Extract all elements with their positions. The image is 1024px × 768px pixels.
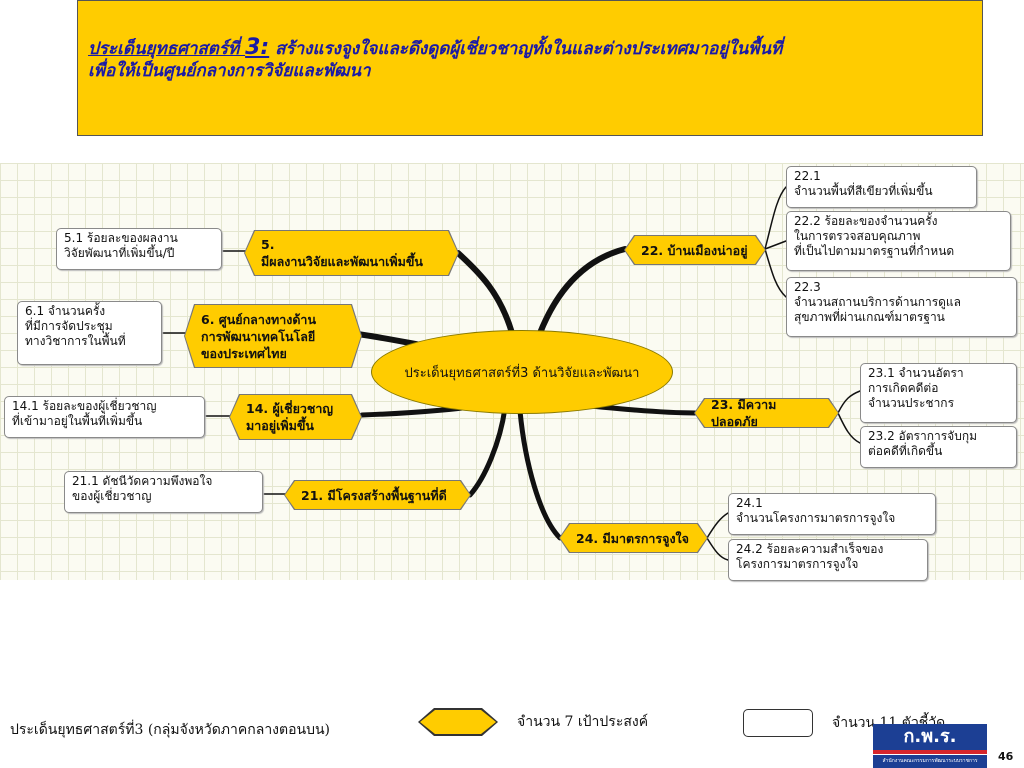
indicator-23-2: 23.2 อัตราการจับกุม ต่อคดีที่เกิดขึ้น (860, 426, 1017, 468)
logo-subtext: สำนักงานคณะกรรมการพัฒนาระบบราชการ (873, 755, 987, 768)
legend-goal-shape-fill (420, 710, 496, 734)
indicator-23-1: 23.1 จำนวนอัตรา การเกิดคดีต่อ จำนวนประชา… (860, 363, 1017, 423)
title-line2: เพื่อให้เป็นศูนย์กลางการวิจัยและพัฒนา (88, 61, 371, 81)
indicator-5-1: 5.1 ร้อยละของผลงาน วิจัยพัฒนาที่เพิ่มขึ้… (56, 228, 222, 270)
indicator-24-2: 24.2 ร้อยละความสำเร็จของ โครงการมาตรการจ… (728, 539, 928, 581)
indicator-22-2: 22.2 ร้อยละของจำนวนครั้ง ในการตรวจสอบคุณ… (786, 211, 1011, 271)
title-box: ประเด็นยุทธศาสตร์ที่ 3: สร้างแรงจูงใจและ… (77, 0, 983, 136)
page-title: ประเด็นยุทธศาสตร์ที่ 3: สร้างแรงจูงใจและ… (88, 37, 968, 82)
title-prefix: ประเด็นยุทธศาสตร์ที่ (88, 39, 246, 59)
goal-24: 24. มีมาตรการจูงใจ (560, 524, 707, 552)
legend-indicator-shape (743, 709, 813, 737)
footer-caption: ประเด็นยุทธศาสตร์ที่3 (กลุ่มจังหวัดภาคกล… (10, 722, 331, 738)
indicator-22-1: 22.1 จำนวนพื้นที่สีเขียวที่เพิ่มขึ้น (786, 166, 977, 208)
indicator-21-1: 21.1 ดัชนีวัดความพึงพอใจ ของผู้เชี่ยวชาญ (64, 471, 263, 513)
page-number: 46 (998, 750, 1014, 763)
title-line1: สร้างแรงจูงใจและดึงดูดผู้เชี่ยวชาญทั้งใน… (269, 39, 783, 59)
indicator-6-1: 6.1 จำนวนครั้ง ที่มีการจัดประชุม ทางวิชา… (17, 301, 162, 365)
indicator-14-1: 14.1 ร้อยละของผู้เชี่ยวชาญ ที่เข้ามาอยู่… (4, 396, 205, 438)
indicator-22-3: 22.3 จำนวนสถานบริการด้านการดูแล สุขภาพที… (786, 277, 1017, 337)
legend-goals-label: จำนวน 7 เป้าประสงค์ (517, 714, 649, 730)
goal-22: 22. บ้านเมืองน่าอยู่ (625, 236, 765, 264)
goal-6: 6. ศูนย์กลางทางด้าน การพัฒนาเทคโนโลยี ขอ… (185, 305, 361, 367)
title-number: 3: (245, 35, 270, 60)
opdc-logo: ก.พ.ร. สำนักงานคณะกรรมการพัฒนาระบบราชการ (873, 724, 987, 768)
logo-text: ก.พ.ร. (873, 724, 987, 750)
logo-stripe (873, 750, 987, 754)
goal-23: 23. มีความปลอดภัย (695, 399, 838, 427)
indicator-24-1: 24.1 จำนวนโครงการมาตรการจูงใจ (728, 493, 936, 535)
goal-14: 14. ผู้เชี่ยวชาญ มาอยู่เพิ่มขึ้น (230, 395, 361, 439)
center-node: ประเด็นยุทธศาสตร์ที่3 ด้านวิจัยและพัฒนา (371, 330, 673, 414)
goal-21: 21. มีโครงสร้างพื้นฐานที่ดี (285, 481, 470, 509)
goal-5: 5. มีผลงานวิจัยและพัฒนาเพิ่มขึ้น (245, 231, 458, 275)
